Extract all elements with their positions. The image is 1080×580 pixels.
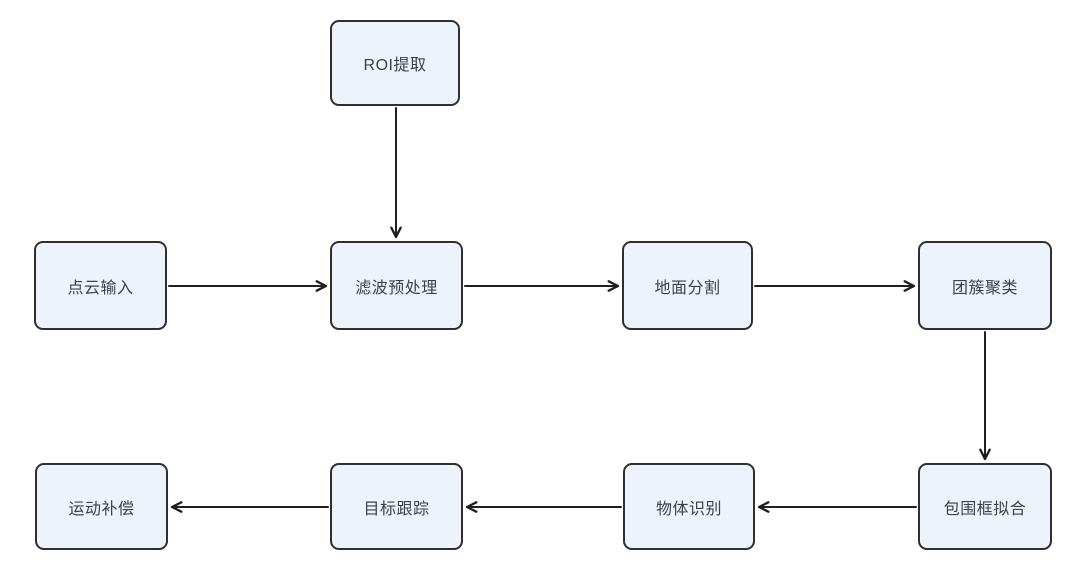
node-ground-segmentation: 地面分割 (622, 241, 753, 330)
node-motion-compensation: 运动补偿 (35, 463, 168, 550)
node-filter-preprocessing: 滤波预处理 (330, 241, 463, 330)
node-cluster-clustering-label: 团簇聚类 (951, 279, 1018, 297)
node-cluster-clustering: 团簇聚类 (918, 241, 1052, 330)
node-point-cloud-input-label: 点云输入 (67, 279, 134, 297)
node-roi-extraction: ROI提取 (330, 20, 460, 106)
node-object-recognition: 物体识别 (623, 463, 755, 550)
node-object-recognition-label: 物体识别 (655, 500, 722, 518)
node-roi-extraction-label: ROI提取 (363, 57, 427, 74)
node-point-cloud-input: 点云输入 (34, 241, 167, 330)
node-filter-preprocessing-label: 滤波预处理 (355, 279, 438, 297)
node-bounding-box-fitting: 包围框拟合 (918, 463, 1052, 550)
node-ground-segmentation-label: 地面分割 (654, 279, 721, 297)
node-target-tracking-label: 目标跟踪 (363, 500, 430, 518)
node-target-tracking: 目标跟踪 (330, 463, 463, 550)
node-bounding-box-fitting-label: 包围框拟合 (943, 500, 1027, 518)
node-motion-compensation-label: 运动补偿 (68, 500, 135, 518)
